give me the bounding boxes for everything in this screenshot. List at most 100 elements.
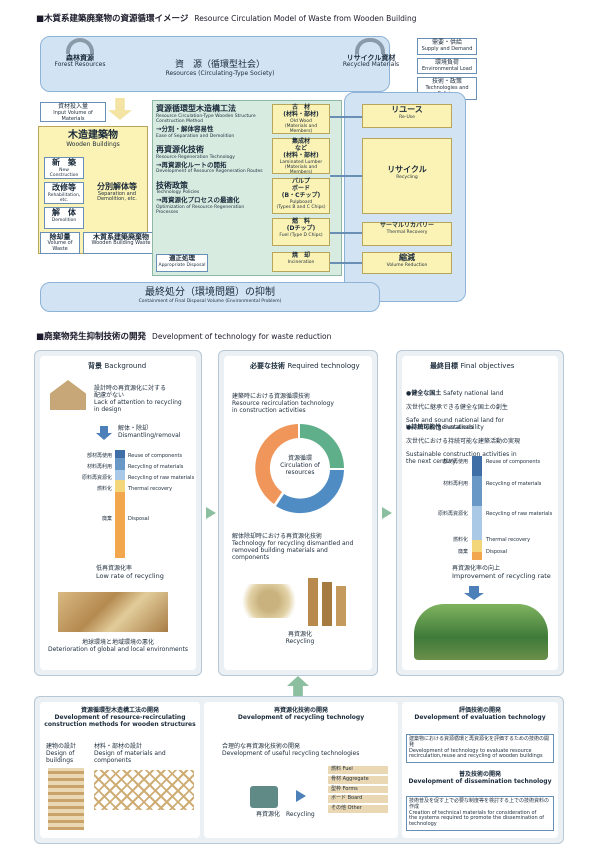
connector [330, 262, 362, 264]
wooden-jp: 木造建築物 [68, 130, 118, 141]
thermal-en: Thermal Recovery [386, 229, 428, 235]
fuel-en: Fuel (Type D Chips) [279, 232, 323, 238]
new-jp: 新 築 [52, 158, 76, 167]
req1-jp: 建築時における資源循環技術 [232, 393, 311, 400]
top-title-en: Resource Circulation Model of Waste from… [194, 14, 417, 23]
obj1-desc-jp: 次世代に継承できる健全な国土の創生 [406, 403, 508, 411]
demo-en: Demolition [51, 217, 77, 223]
bar-segment [115, 480, 125, 492]
cycle-segment [276, 470, 344, 514]
dev1-b-en: Design of materials and components [94, 749, 166, 764]
fuel-jp: 燃 料 (Dチップ) [286, 218, 316, 232]
recyc-en: Recycling [285, 637, 315, 645]
obj-en: Final objectives [460, 362, 515, 370]
technology-list: 資源循環型木造構工法 Resource Circulation-Type Woo… [156, 104, 266, 216]
improve-jp: 再資源化率の向上 [452, 565, 501, 572]
laminated-jp: 集成材 など (材料・部材) [283, 138, 319, 159]
dev2-recyc-en: Recycling [286, 811, 315, 818]
obj2-desc-jp: 次世代における持続可能な建築活動の実現 [406, 437, 521, 445]
obj-bar-left-labels: 部材再使用 材料再利用 原料再資源化 燃料化 廃棄 [416, 459, 468, 556]
recycled-materials: リサイクル資材 Recycled Materials [335, 38, 407, 69]
lumber-image [336, 586, 346, 626]
lumber-image [322, 582, 332, 626]
bar-segment [472, 540, 482, 552]
incin-jp: 焼 却 [291, 252, 310, 259]
req1-en: Resource recirculation technology in con… [232, 399, 334, 414]
bg-bar-right-labels: Reuse of components Recycling of materia… [128, 453, 196, 523]
forest-jp: 森林資源 [66, 54, 94, 62]
demo-jp: 解 体 [52, 208, 76, 217]
req2-en: Technology for recycling dismantled and … [232, 539, 354, 561]
wooden-title: 木造建築物 Wooden Buildings [38, 130, 148, 149]
oldwood-jp: 古 材 (材料・部材) [283, 104, 319, 118]
bar-label: Recycling of raw materials [128, 475, 195, 481]
bar-label: 部材再使用 [86, 453, 112, 459]
dev2-en: Development of recycling technology [237, 713, 365, 721]
method-en: Resource Circulation-Type Wooden Structu… [156, 113, 256, 124]
waste-vol-en: Volume of Waste [47, 240, 73, 253]
improve-en: Improvement of recycling rate [452, 571, 551, 580]
m1-jp: →分別・解体容易性 [156, 124, 214, 133]
bar-segment [472, 506, 482, 540]
resource-banner [40, 36, 390, 92]
obj2-jp: ●持続可能性 [406, 423, 442, 431]
thermal-jp: サーマルリカバリー [379, 222, 434, 229]
new-en: New Construction [49, 167, 79, 178]
output-label: 型枠 Forms [328, 785, 388, 794]
bar-label: Disposal [128, 516, 150, 522]
bg-item1-jp: 設計時の再資源化に対する 配慮がない [94, 385, 167, 399]
bar-label: Recycling of raw materials [486, 511, 553, 517]
objective-2: ●持続可能性 Sustainability 次世代における持続可能な建築活動の実… [406, 418, 556, 473]
final-jp: 最終処分（環境問題）の抑制 [145, 287, 275, 298]
right-arrow-icon [382, 507, 392, 519]
bar-label: 燃料化 [96, 486, 112, 492]
policy-en: Technology Policies [156, 190, 200, 196]
reno-jp: 改修等 [52, 183, 76, 192]
dev1-b-jp: 材料・部材の設計 [94, 743, 143, 750]
low-en: Low rate of recycling [96, 571, 164, 580]
forest-en: Forest Resources [54, 61, 106, 69]
env-en: Environmental Load [422, 65, 472, 72]
bar-label: 原料再資源化 [437, 511, 468, 517]
final-disposal-banner: 最終処分（環境問題）の抑制 Containment of Final Dispo… [40, 282, 380, 312]
bottom-title-jp: ■廃棄物発生抑制技術の開発 [36, 332, 147, 342]
bar-segment [115, 470, 125, 480]
objectives-stack-bar [472, 456, 482, 560]
right-arrow-icon [296, 790, 306, 802]
objectives-title: 最終目標 Final objectives [430, 362, 514, 370]
wbw-jp: 木質系建築廃棄物 [93, 233, 149, 241]
bar-segment [472, 552, 482, 560]
deter-en: Deterioration of global and local enviro… [47, 645, 189, 653]
bar-segment [472, 456, 482, 476]
obj1-desc-en: Safe and sound national land for the fut… [406, 417, 504, 432]
obj1-jp: ●健全な国土 [406, 389, 442, 397]
laminated-en: Laminated Lumber (Materials and Members) [279, 159, 323, 176]
fuel-box: 燃 料 (Dチップ)Fuel (Type D Chips) [272, 218, 330, 246]
bar-label: 廃棄 [101, 516, 112, 522]
right-arrow-icon [206, 507, 216, 519]
up-arrow-icon [287, 676, 309, 696]
req2-jp: 解体除却時における再資源化技術 [232, 533, 323, 540]
wbw-en: Wooden Building Waste [91, 240, 151, 247]
down-arrow-icon [96, 426, 112, 440]
deter-jp: 地球環境と地域環境の悪化 [81, 639, 154, 646]
supply-en: Supply and Demand [421, 45, 473, 52]
recyc-jp: 再資源化 [287, 631, 312, 638]
output-list: 燃料 Fuel 骨材 Aggregate 型枠 Forms ボード Board … [328, 766, 388, 813]
